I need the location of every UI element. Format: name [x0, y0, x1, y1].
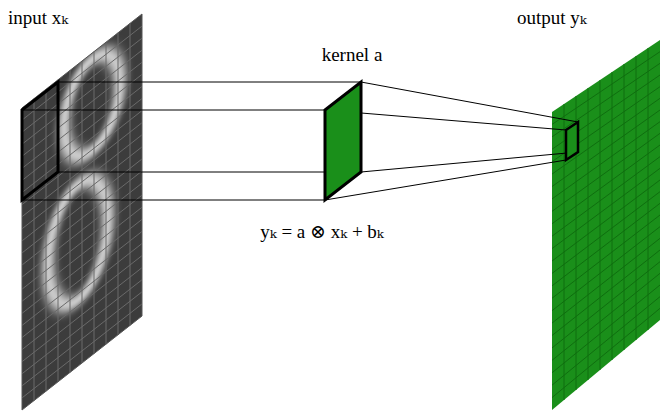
- grid-line: [552, 262, 660, 348]
- label-holder: yₖ = a ⊗ xₖ + bₖ: [260, 220, 384, 243]
- grid-line: [22, 62, 142, 156]
- grid-line: [22, 195, 142, 289]
- grid-line: [94, 52, 95, 354]
- grid-line: [22, 231, 142, 325]
- input-window: [22, 82, 58, 200]
- grid-line: [22, 38, 142, 132]
- grid-line: [34, 99, 35, 401]
- grid-line: [552, 122, 660, 199]
- grid-line: [130, 23, 131, 325]
- grid-line: [22, 111, 142, 205]
- grid-line: [552, 52, 660, 125]
- grid-line: [552, 308, 660, 397]
- grid-line: [552, 297, 660, 386]
- grid-line: [552, 285, 660, 373]
- grid-line: [552, 192, 660, 274]
- grid-line: [106, 42, 107, 344]
- grid-line: [22, 256, 142, 350]
- grid-line: [22, 280, 142, 374]
- grid-line: [118, 33, 119, 335]
- grid-line: [22, 74, 142, 168]
- kernel-label: kernel a: [322, 44, 383, 65]
- grid-line: [22, 159, 142, 253]
- grid-line: [70, 70, 71, 372]
- output-cell: [566, 122, 578, 160]
- grid-line: [22, 268, 142, 362]
- grid-line: [552, 87, 660, 162]
- grid-line: [552, 110, 660, 187]
- grid-line: [22, 135, 142, 229]
- grid-line: [552, 203, 660, 286]
- grid-line: [22, 292, 142, 386]
- convolution-formula: yₖ = a ⊗ xₖ + bₖ: [260, 221, 384, 242]
- grid-line: [22, 123, 142, 217]
- input-grid: [22, 14, 142, 410]
- grid-line: [552, 157, 660, 237]
- grid-line: [46, 89, 47, 391]
- kernel-shape: [325, 82, 361, 200]
- grid-line: [22, 26, 142, 120]
- grid-line: [22, 207, 142, 301]
- label-holder: output yₖ: [517, 6, 587, 29]
- grid-line: [22, 99, 142, 193]
- label-holder: kernel a: [322, 44, 383, 66]
- grid-line: [22, 147, 142, 241]
- grid-line: [22, 86, 142, 180]
- grid-line: [552, 273, 660, 360]
- grid-line: [22, 304, 142, 398]
- grid-line: [22, 244, 142, 338]
- grid-line: [552, 98, 660, 174]
- projection-lines: [22, 82, 578, 200]
- output-label: output yₖ: [517, 7, 587, 28]
- label-holder: input xₖ: [8, 6, 68, 29]
- grid-line: [552, 168, 660, 248]
- grid-line: [22, 219, 142, 313]
- grid-line: [552, 180, 660, 261]
- grid-line: [552, 250, 660, 336]
- output-grid: [552, 40, 660, 410]
- grid-line: [22, 183, 142, 277]
- grid-line: [552, 63, 660, 137]
- grid-line: [82, 61, 83, 363]
- input-label: input xₖ: [8, 7, 68, 28]
